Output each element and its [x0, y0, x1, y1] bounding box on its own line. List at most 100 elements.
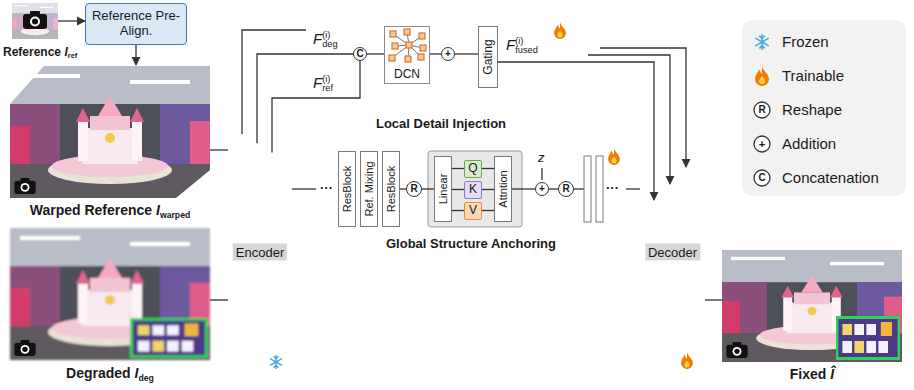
text-label: R [758, 104, 765, 115]
gating-box: Gating [478, 26, 498, 88]
concat-op: C [353, 47, 367, 61]
text-label: ··· [606, 180, 619, 195]
text-label: I [156, 202, 160, 218]
wire [256, 143, 257, 160]
text-label: I [64, 45, 67, 59]
text-label: F [313, 74, 322, 91]
wire [135, 45, 136, 65]
value-box: V [464, 202, 482, 220]
degraded-inset [131, 319, 206, 356]
text-label: z [538, 150, 545, 165]
text-label: Fixed [790, 366, 827, 382]
reshape-op: R [558, 181, 574, 197]
connector [626, 188, 640, 189]
connector [422, 188, 434, 189]
label-group: Ffused(i) [506, 36, 523, 56]
connector [455, 53, 478, 54]
text-label: ··· [320, 180, 333, 195]
connector [482, 189, 494, 190]
operator-symbol: R [562, 184, 569, 194]
camera-icon [23, 11, 47, 29]
index-mark: (i) [322, 74, 330, 84]
dcn-box: DCN [384, 26, 430, 84]
label-group: FixedÎ [790, 366, 834, 383]
label-group: ReferenceIref [3, 45, 77, 61]
connector [272, 61, 360, 153]
node-label: ResBlock [341, 166, 353, 212]
label-group: + [759, 139, 765, 150]
wire [58, 20, 85, 21]
resblock-box: ResBlock [382, 151, 400, 227]
text-label: F [313, 30, 322, 47]
camera-icon [14, 340, 35, 356]
caption-holder: Local Detail Injection [306, 116, 576, 131]
wire [600, 48, 686, 167]
label-holder: ResBlock [342, 166, 353, 212]
trainable-icon [554, 22, 566, 39]
reshape-op: R [406, 181, 422, 197]
panel-caption: Local Detail Injection [376, 116, 506, 131]
label-holder: Decoder [645, 245, 700, 258]
legend-text: Concatenation [782, 169, 879, 186]
trapezoid [228, 125, 292, 378]
operator-symbol: + [445, 49, 451, 59]
label-group: Fref(i) [313, 74, 330, 94]
encoder-block: Encoder [228, 125, 292, 378]
trainable-icon [681, 352, 693, 369]
text-label: I [135, 365, 139, 381]
text-label: Î [830, 366, 834, 382]
label-group: C [758, 173, 765, 183]
legend-trainable-icon [755, 66, 769, 86]
index-mark: ref [68, 51, 78, 60]
ref-mixing-box: Ref. Mixing [360, 151, 378, 227]
panel-fill [330, 6, 600, 98]
label-group: z [538, 150, 545, 166]
wire [242, 30, 306, 134]
resblock-box: ResBlock [338, 151, 356, 227]
wire [210, 299, 228, 300]
connector [452, 189, 464, 190]
connector [452, 210, 464, 211]
wire [574, 188, 584, 189]
connector [430, 53, 441, 54]
legend-text: Frozen [782, 33, 829, 50]
legend-row: Concatenation [782, 169, 879, 187]
index-mark: deg [138, 373, 153, 383]
wire [241, 134, 242, 143]
panel-fill [318, 13, 588, 105]
node-label: Reference Pre-Align. [88, 9, 184, 39]
connector [452, 168, 464, 169]
legend-text: Addition [782, 135, 836, 152]
dcn-icon [392, 32, 423, 59]
text-label: + [759, 138, 765, 150]
operator-symbol: + [539, 184, 545, 194]
module-panel: CDCN+GatingLocal Detail Injection [306, 20, 576, 112]
feature-bar [584, 156, 591, 222]
key-box: K [464, 181, 482, 199]
legend-reshape-symbol [754, 102, 770, 118]
fixed-inset [837, 318, 899, 359]
legend-text: Reshape [782, 101, 842, 118]
label-group: ··· [320, 180, 333, 196]
label-holder: Ref. Mixing [364, 161, 375, 216]
node-label: K [469, 183, 477, 197]
connector [482, 210, 494, 211]
node-label: Gating [481, 39, 495, 74]
text-label: Degraded [66, 365, 131, 381]
legend-box [742, 20, 906, 196]
label-group: DegradedIdeg [66, 365, 154, 383]
degraded-photo [10, 228, 210, 360]
node-label: DCN [394, 68, 420, 81]
node-label: Attntion [497, 170, 509, 207]
node-label: Ref. Mixing [363, 161, 375, 216]
dcn-ground [384, 26, 430, 84]
index-mark: (i) [515, 36, 523, 46]
panel-outline [306, 20, 576, 112]
frozen-icon [270, 356, 281, 369]
legend-row: Trainable [782, 67, 844, 85]
camera-icon [14, 178, 35, 194]
legend-concat-symbol [754, 170, 770, 186]
panel-caption: Global Structure Anchoring [386, 236, 556, 251]
